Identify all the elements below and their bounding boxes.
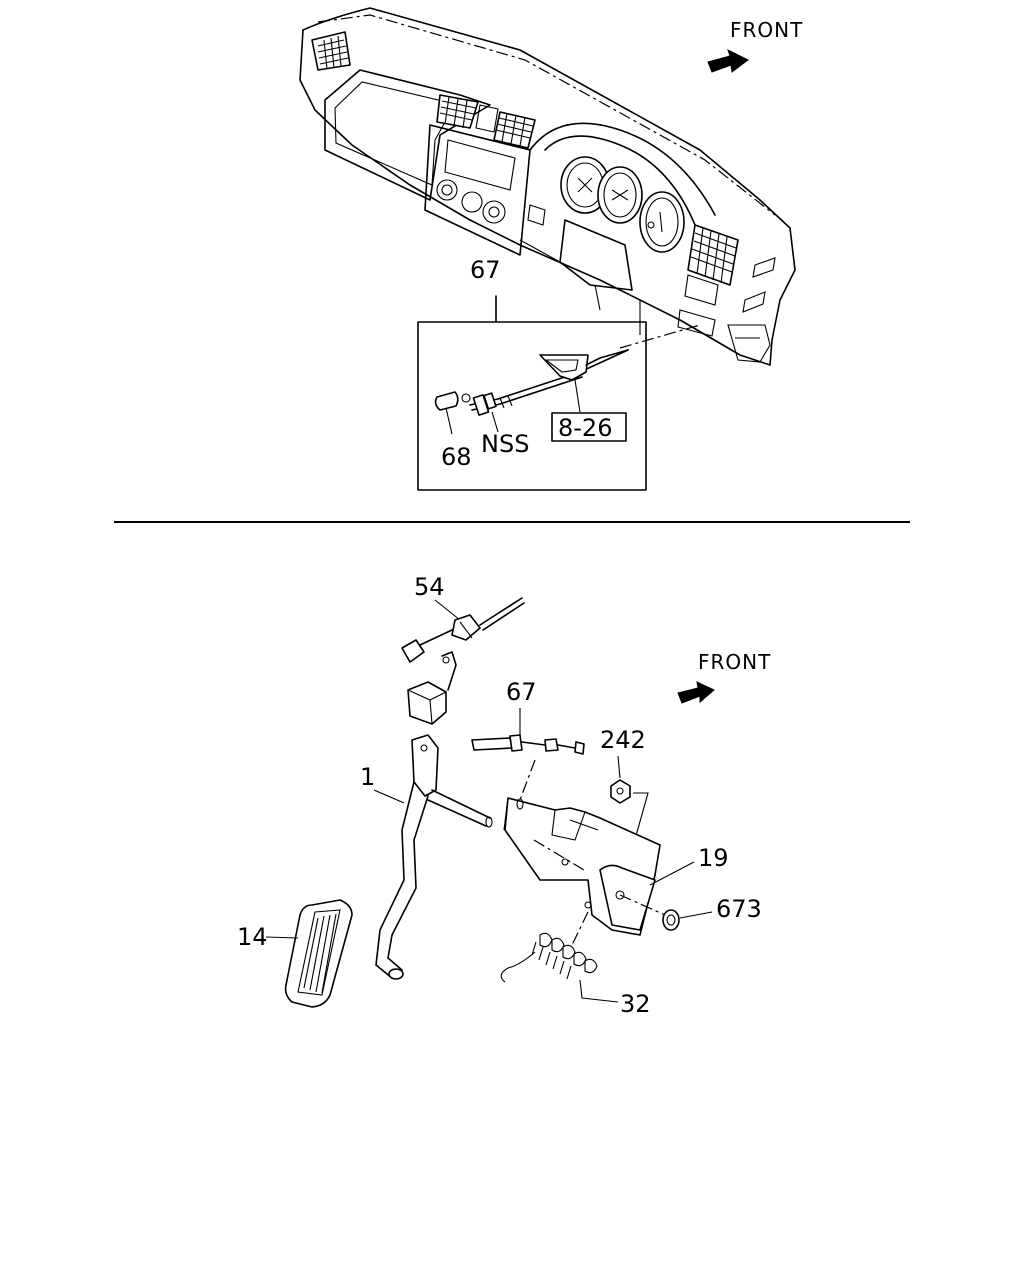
ref-box [551,412,627,442]
pedal-pad: 14 [237,899,353,1008]
front-label-top: FRONT [730,18,803,42]
callout-14: 14 [237,923,268,951]
spring-32: 32 [500,911,651,1018]
cable-67-bottom: 67 [471,678,585,801]
dashboard-illustration [299,7,796,366]
nut-242: 242 [600,726,649,851]
front-direction-arrow-bottom: FRONT [677,650,771,704]
callout-nss: NSS [481,430,529,458]
callout-1: 1 [360,763,375,791]
front-direction-arrow-top: FRONT [707,18,803,73]
washer-673: 673 [662,895,762,931]
cable-detail-inset: 67 68 NSS 8-26 [417,256,701,491]
callout-54: 54 [414,573,445,601]
callout-68: 68 [441,443,472,471]
callout-242: 242 [600,726,646,754]
callout-67-top: 67 [470,256,501,284]
pedal-arm: 1 [360,651,493,980]
sensor-54: 54 [401,573,525,663]
callout-673: 673 [716,895,762,923]
callout-67-bottom: 67 [506,678,537,706]
front-label-bottom: FRONT [698,650,771,674]
callout-19: 19 [698,844,729,872]
ref-box-label: 8-26 [558,414,612,442]
callout-32: 32 [620,990,651,1018]
bracket-19: 19 [503,797,729,936]
